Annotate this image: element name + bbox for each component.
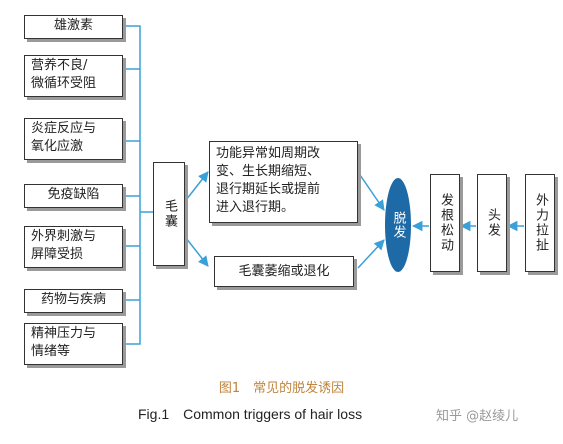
arrow-dysfunction-to-hairloss xyxy=(357,171,385,211)
cause-external: 外界刺激与 屏障受损 xyxy=(24,226,123,268)
cause-immune: 免疫缺陷 xyxy=(24,184,123,208)
cause-bracket xyxy=(123,25,153,345)
atrophy-box: 毛囊萎缩或退化 xyxy=(214,256,354,287)
cause-androgen: 雄激素 xyxy=(24,15,123,39)
watermark: 知乎 @赵绫儿 xyxy=(436,409,519,424)
loosening-box: 发根松动 xyxy=(430,174,460,272)
arrow-atrophy-to-hairloss xyxy=(357,239,385,269)
hair-loss-node: 脱发 xyxy=(385,178,411,272)
dysfunction-box: 功能异常如周期改 变、生长期缩短、 退行期延长或提前 进入退行期。 xyxy=(209,141,358,223)
cause-malnutrition: 营养不良/ 微循环受阻 xyxy=(24,55,123,97)
follicle-box: 毛囊 xyxy=(153,162,185,266)
arrow-follicle-to-atrophy xyxy=(185,237,209,267)
caption-chinese: 图1 常见的脱发诱因 xyxy=(218,381,345,396)
caption-english: Fig.1 Common triggers of hair loss xyxy=(138,406,363,422)
cause-drugs: 药物与疾病 xyxy=(24,289,123,313)
arrow-follicle-to-dysfunction xyxy=(185,171,209,201)
scalp-hair-box: 头发 xyxy=(477,174,507,272)
pulling-box: 外力拉扯 xyxy=(525,174,555,272)
cause-stress: 精神压力与 情绪等 xyxy=(24,323,123,365)
cause-inflammation: 炎症反应与 氧化应激 xyxy=(24,118,123,160)
